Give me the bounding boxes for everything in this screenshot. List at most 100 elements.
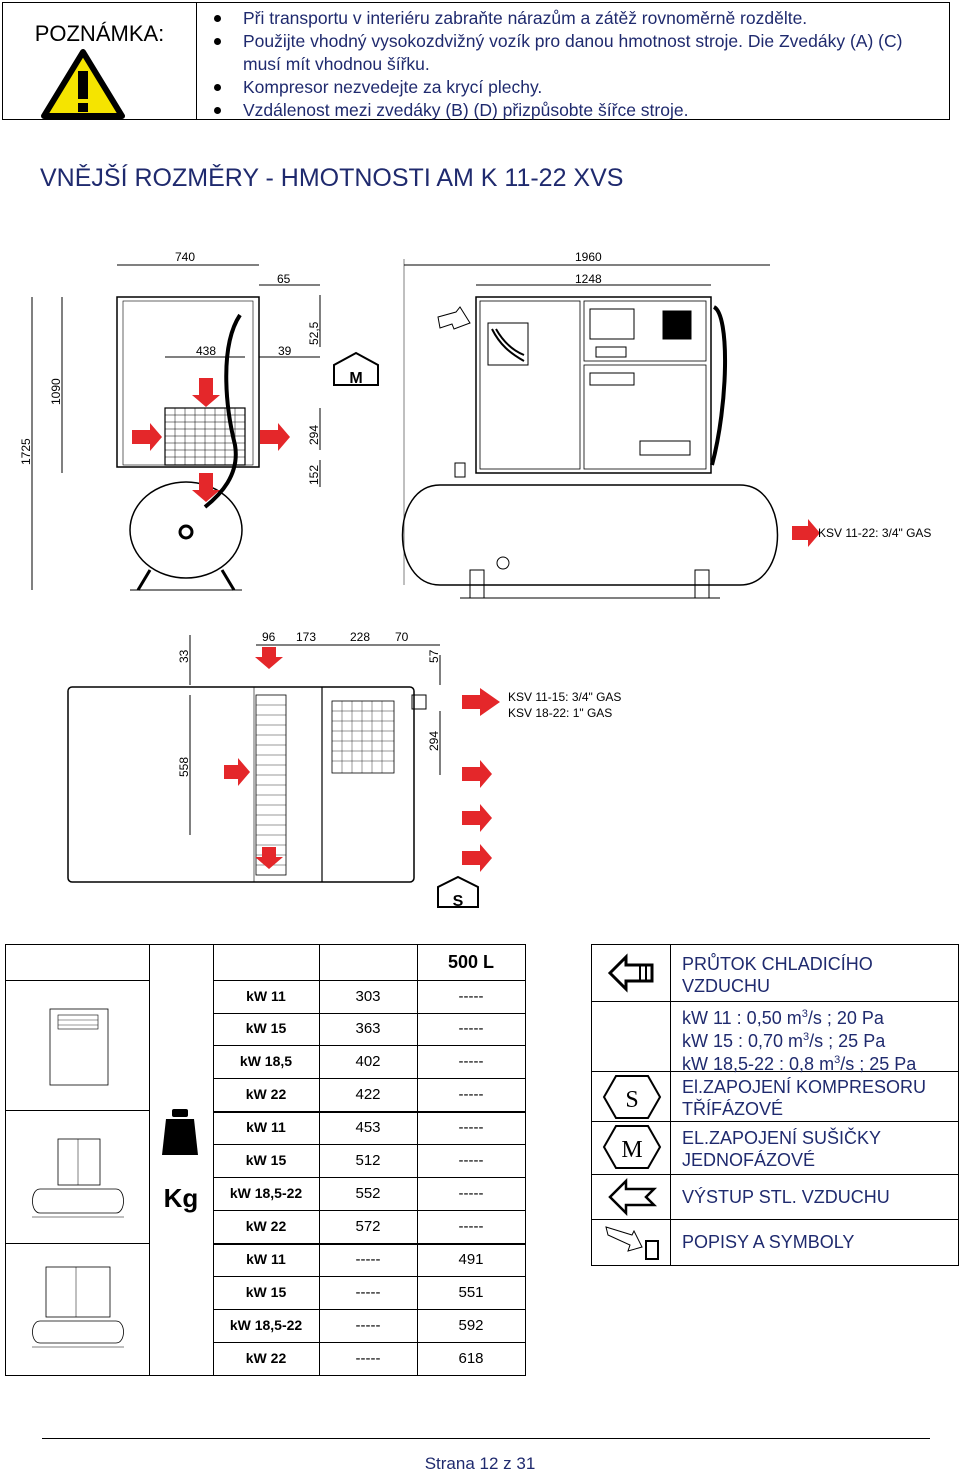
page-number: Strana 12 z 31 [424,1454,536,1473]
cooling-arrow-icons [224,647,500,872]
power-cell: kW 22 [245,1085,287,1102]
cooling-title: PRŮTOK CHLADICÍHO VZDUCHU [682,954,873,996]
weight-cell: 512 [355,1151,381,1169]
weight-cell: ----- [355,1283,381,1301]
power-cell: kW 11 [246,1118,286,1135]
warning-icon [41,49,125,119]
outlet-arrow-icon [437,306,471,330]
dim-label: 152 [307,465,321,485]
dim-label: 96 [262,630,276,644]
weight-unit: Kg [163,1183,199,1213]
column-header: 500 L [447,952,495,972]
power-cell: kW 15 [245,1283,287,1300]
weight-cell: ----- [458,1217,484,1235]
weight-cell: ----- [355,1349,381,1367]
cooling-arrow-icons [132,378,820,547]
weight-cell: ----- [355,1316,381,1334]
weight-cell: 592 [458,1316,484,1334]
legend-table: S M PRŮTOK CHLADICÍHO VZDUCHU kW 11 : 0,… [591,944,959,1266]
svg-text:M: M [349,370,362,387]
weight-cell: 618 [458,1349,484,1367]
dim-label: 740 [175,250,195,264]
dim-label: 65 [277,272,291,286]
dim-label: 438 [196,344,216,358]
power-cell: kW 18,5-22 [229,1316,303,1333]
footer-divider [42,1438,930,1439]
note-list: Při transportu v interiéru zabraňte nára… [209,7,939,122]
s-symbol: S [437,875,479,910]
page-title: VNĚJŠÍ ROZMĚRY - HMOTNOSTI AM K 11-22 XV… [40,164,624,192]
dim-label: 294 [307,425,321,445]
gas-label: KSV 11-15: 3/4" GAS [508,690,621,704]
weight-cell: 572 [355,1217,381,1235]
s-symbol-icon: S [602,1075,662,1119]
dim-label: 52,5 [307,321,321,345]
svg-text:S: S [453,893,464,910]
weight-cell: 422 [355,1085,381,1103]
dim-label: 173 [296,630,316,644]
note-box: POZNÁMKA: Při transportu v interiéru zab… [2,2,950,120]
weight-cell: 453 [355,1118,381,1136]
dim-label: 294 [427,731,441,751]
power-cell: kW 11 [246,1250,286,1267]
dim-label: 228 [350,630,370,644]
side-view-drawing: 740 65 438 39 52,5 1090 1725 294 152 196… [19,250,931,599]
svg-text:M: M [621,1137,642,1163]
weight-cell: ----- [458,1184,484,1202]
dim-label: 57 [427,649,441,663]
dim-label: 39 [278,344,292,358]
weight-cell: ----- [458,1020,484,1037]
gas-label: KSV 11-22: 3/4" GAS [818,526,931,540]
power-cell: kW 15 [245,1020,287,1036]
dim-label: 1725 [19,438,33,465]
note-item: Vzdálenost mezi zvedáky (B) (D) přizpůso… [209,99,939,122]
m-symbol: M [333,351,379,387]
weight-cell: ----- [458,987,484,1005]
weight-cell: 303 [355,987,381,1005]
weight-cell: 402 [355,1052,381,1070]
weight-cell: ----- [458,1052,484,1070]
symbols-description: POPISY A SYMBOLY [682,1232,855,1252]
top-view-drawing: 96 173 228 70 33 57 558 294 KSV 11-15: 3… [67,630,621,910]
cooling-row: kW 11 : 0,50 m3/s ; 20 Pa [682,1008,884,1028]
weight-cell: 552 [355,1184,381,1202]
dim-label: 1960 [575,250,602,264]
description-icon [605,1226,659,1260]
power-cell: kW 18,5 [239,1052,293,1069]
note-item: Kompresor nezvedejte za krycí plechy. [209,76,939,99]
weight-table: 500 L Kg kW 11 303 ----- kW 15 363 ----- kW 18… [5,944,526,1376]
weight-cell: ----- [355,1250,381,1268]
machine-thumbnail [32,1266,124,1348]
svg-text:S: S [625,1087,638,1113]
gas-label: KSV 18-22: 1" GAS [508,706,612,720]
dim-label: 70 [395,630,409,644]
weight-cell: ----- [458,1085,484,1103]
air-outlet-icon [608,1177,658,1217]
m-symbol-icon: M [602,1125,662,1169]
power-cell: kW 15 [245,1151,287,1168]
machine-thumbnail [32,1138,124,1218]
note-item: Při transportu v interiéru zabraňte nára… [209,7,939,30]
power-cell: kW 18,5-22 [229,1184,303,1201]
dim-label: 1248 [575,272,602,286]
note-item: Použijte vhodný vysokozdvižný vozík pro … [209,30,939,76]
note-left-cell: POZNÁMKA: [3,3,197,119]
weight-cell: 491 [458,1250,484,1268]
power-cell: kW 11 [246,987,286,1004]
power-cell: kW 22 [245,1349,287,1366]
dim-label: 33 [177,649,191,663]
note-label: POZNÁMKA: [34,21,165,46]
power-cell: kW 22 [245,1217,287,1234]
s-description: El.ZAPOJENÍ KOMPRESORU TŘÍFÁZOVÉ [682,1077,927,1119]
weight-cell: 363 [355,1020,381,1037]
dim-label: 558 [177,757,191,777]
weight-cell: ----- [458,1151,484,1169]
cooling-air-icon [607,953,654,993]
machine-thumbnail [49,1008,109,1086]
outlet-description: VÝSTUP STL. VZDUCHU [682,1187,890,1207]
m-description: EL.ZAPOJENÍ SUŠIČKY JEDNOFÁZOVÉ [682,1128,881,1170]
weight-cell: ----- [458,1118,484,1136]
cooling-row: kW 15 : 0,70 m3/s ; 25 Pa [682,1031,886,1051]
weight-cell: 551 [458,1283,484,1301]
cooling-row: kW 18,5-22 : 0,8 m3/s ; 25 Pa [682,1054,917,1074]
